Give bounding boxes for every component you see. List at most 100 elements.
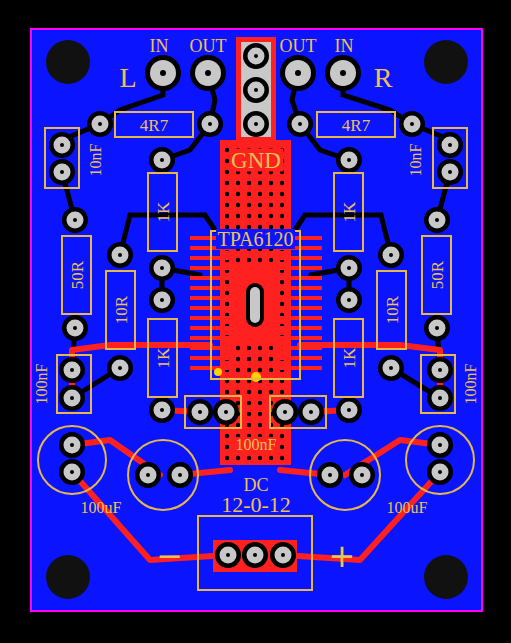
resistor-value: 1K (340, 348, 357, 369)
pad-ring (49, 159, 75, 185)
pad (341, 260, 358, 277)
capacitor-value: 100nF (463, 364, 479, 405)
drill-hole (60, 143, 64, 147)
pad (432, 437, 449, 454)
pad (112, 360, 129, 377)
drill-hole (70, 470, 74, 474)
pad-ring (325, 55, 361, 91)
drill-hole (360, 473, 364, 477)
polarity-sign: − (157, 540, 184, 572)
via-hole (280, 456, 284, 460)
via-hole (247, 357, 251, 361)
pad-ring (87, 111, 113, 137)
pad (154, 260, 171, 277)
drill-hole (73, 326, 77, 330)
pad (54, 137, 71, 154)
drill-hole (70, 368, 74, 372)
drill-hole (208, 122, 212, 126)
pad (277, 404, 294, 421)
via-hole (247, 423, 251, 427)
pad (442, 137, 459, 154)
pad (442, 164, 459, 181)
pad-ring (349, 462, 375, 488)
drill-hole (160, 158, 164, 162)
via-hole (269, 357, 273, 361)
chip-pin (280, 366, 322, 370)
via-hole (280, 280, 284, 284)
connector-label: IN (150, 37, 169, 55)
via-hole (236, 181, 240, 185)
resistor-box: 1K (147, 172, 178, 252)
pad (341, 152, 358, 169)
pad (67, 320, 84, 337)
pad (218, 404, 235, 421)
pad (64, 464, 81, 481)
via-hole (247, 346, 251, 350)
drill-hole (60, 170, 64, 174)
drill-hole (328, 473, 332, 477)
via-hole (247, 390, 251, 394)
pad-ring (427, 459, 453, 485)
pad (429, 320, 446, 337)
chip-pin (280, 306, 322, 310)
pad (248, 82, 265, 99)
pad-ring (270, 542, 296, 568)
resistor-box: 1K (147, 318, 178, 398)
via-hole (225, 214, 229, 218)
pad (92, 116, 109, 133)
via-hole (258, 181, 262, 185)
chip-pin (280, 316, 322, 320)
pad (383, 247, 400, 264)
pad-ring (242, 542, 268, 568)
pad (154, 292, 171, 309)
channel-label: R (374, 64, 393, 92)
ground-label: GND (229, 149, 283, 172)
via-hole (280, 445, 284, 449)
pad (154, 152, 171, 169)
pad-ring (215, 542, 241, 568)
via-hole (247, 456, 251, 460)
pad (303, 404, 320, 421)
pad-ring (336, 147, 362, 173)
drill-hole (73, 218, 77, 222)
polarity-sign: + (329, 540, 356, 572)
via-hole (236, 346, 240, 350)
via-hole (236, 456, 240, 460)
via-hole (280, 291, 284, 295)
resistor-box: 50R (61, 235, 92, 315)
pad (140, 467, 157, 484)
chip-pin (280, 326, 322, 330)
chip-pin (280, 266, 322, 270)
capacitor-value: 100nF (34, 364, 50, 405)
chip-pin (280, 356, 322, 360)
pad-ring (272, 399, 298, 425)
pad (67, 212, 84, 229)
via-hole (225, 181, 229, 185)
pad-ring (49, 132, 75, 158)
pad-ring (437, 159, 463, 185)
via-hole (247, 214, 251, 218)
resistor-value: 4R7 (140, 116, 168, 133)
pad (248, 48, 265, 65)
chip-pin (280, 276, 322, 280)
chip-pin (280, 346, 322, 350)
drill-hole (254, 122, 258, 126)
resistor-value: 1K (154, 202, 171, 223)
pad-ring (59, 432, 85, 458)
drill-hole (347, 158, 351, 162)
via-hole (225, 291, 229, 295)
via-hole (225, 434, 229, 438)
capacitor-value: 10nF (88, 144, 104, 177)
drill-hole (309, 410, 313, 414)
drill-hole (160, 70, 166, 76)
drill-hole (160, 408, 164, 412)
pad-ring (135, 462, 161, 488)
pad (112, 247, 129, 264)
via-hole (247, 192, 251, 196)
drill-hole (283, 410, 287, 414)
via-hole (269, 181, 273, 185)
chip-outline: TPA6120 (210, 230, 301, 380)
via-hole (269, 390, 273, 394)
resistor-box: 4R7 (316, 111, 396, 138)
